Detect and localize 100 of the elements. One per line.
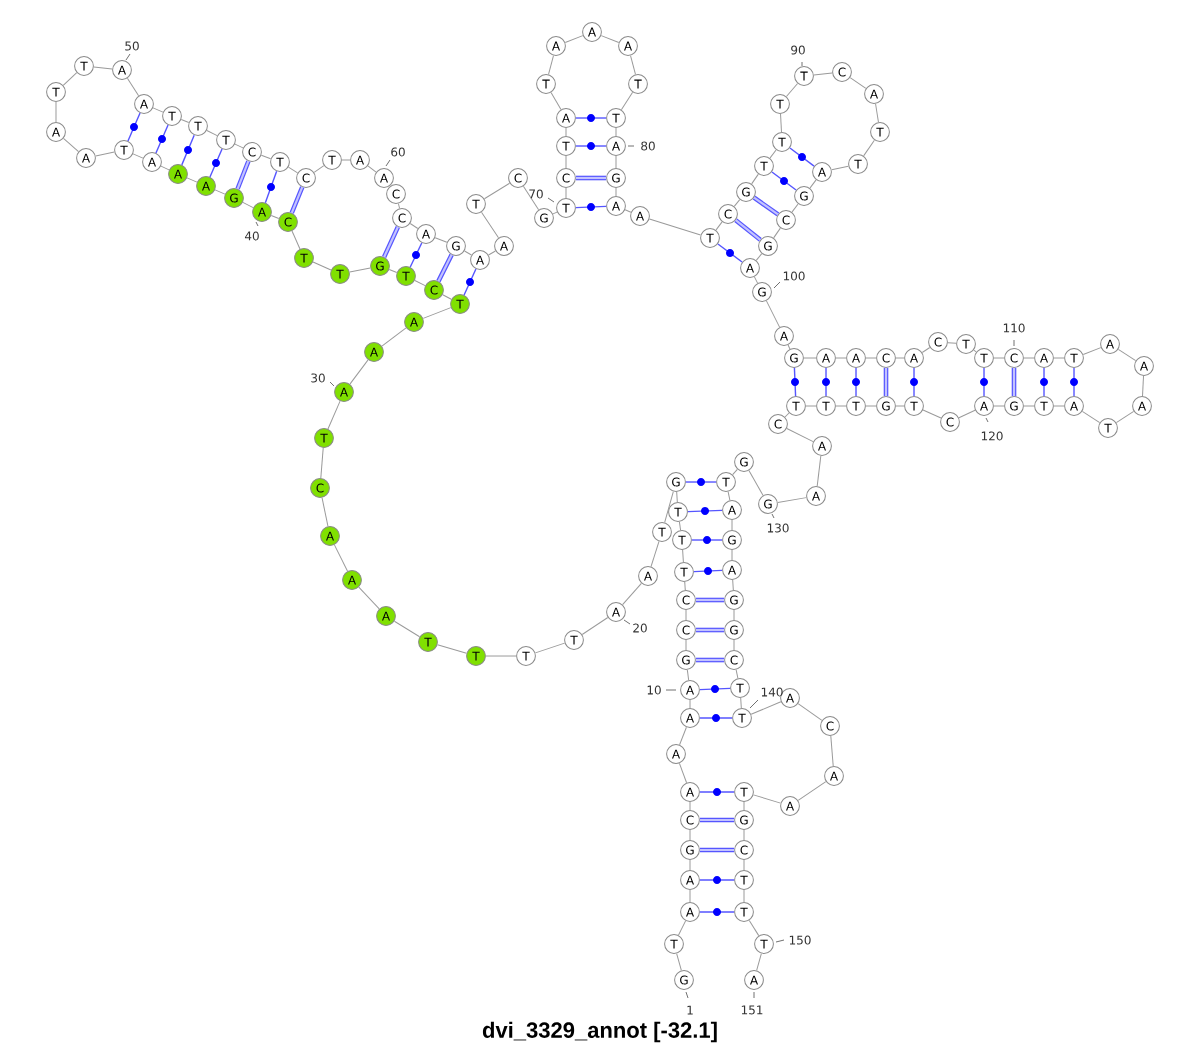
backbone-line bbox=[750, 701, 782, 715]
base-pair-line bbox=[789, 147, 815, 167]
backbone-line bbox=[600, 35, 620, 43]
backbone-line bbox=[1117, 348, 1137, 362]
backbone-line bbox=[321, 497, 329, 527]
backbone-line bbox=[620, 91, 634, 111]
base-pair-line bbox=[910, 367, 918, 397]
backbone-line bbox=[947, 342, 957, 344]
backbone-line bbox=[548, 55, 554, 75]
base-pair-line bbox=[691, 536, 723, 544]
base-pair-line bbox=[717, 243, 743, 263]
backbone-line bbox=[677, 920, 687, 936]
backbone-line bbox=[565, 127, 567, 137]
base-pair-line bbox=[209, 148, 223, 178]
backbone-line bbox=[791, 203, 799, 213]
backbone-line bbox=[437, 644, 467, 654]
base-pair-line bbox=[695, 597, 725, 603]
base-pair-line bbox=[1011, 367, 1017, 397]
backbone-line bbox=[564, 35, 584, 43]
backbone-line bbox=[715, 221, 723, 231]
backbone-line bbox=[685, 609, 687, 621]
backbone-line bbox=[830, 735, 834, 767]
backbone-line bbox=[270, 215, 280, 219]
backbone-line bbox=[488, 250, 496, 256]
backbone-line bbox=[689, 801, 691, 811]
backbone-line bbox=[748, 470, 764, 496]
backbone-line bbox=[327, 400, 341, 430]
backbone-line bbox=[186, 177, 198, 183]
base-pair-line bbox=[699, 685, 731, 693]
backbone-line bbox=[93, 66, 113, 70]
base-pair-line bbox=[127, 112, 141, 142]
base-pair-line bbox=[575, 142, 607, 150]
backbone-line bbox=[797, 781, 827, 801]
backbone-line bbox=[753, 794, 782, 804]
backbone-line bbox=[921, 347, 931, 353]
backbone-line bbox=[753, 276, 759, 284]
backbone-line bbox=[62, 72, 78, 86]
backbone-line bbox=[1053, 357, 1065, 359]
base-pair-line bbox=[575, 175, 607, 181]
backbone-line bbox=[126, 77, 140, 97]
backbone-line bbox=[320, 447, 324, 479]
backbone-line bbox=[650, 540, 660, 568]
backbone-line bbox=[260, 154, 272, 160]
backbone-line bbox=[685, 639, 687, 651]
backbone-line bbox=[615, 127, 617, 137]
backbone-line bbox=[679, 726, 687, 746]
backbone-line bbox=[1142, 375, 1144, 397]
backbone-line bbox=[993, 405, 1005, 407]
backbone-line bbox=[481, 211, 499, 239]
backbone-line bbox=[731, 519, 733, 531]
backbone-line bbox=[816, 455, 822, 487]
backbone-line bbox=[214, 189, 226, 195]
backbone-line bbox=[755, 253, 763, 261]
backbone-line bbox=[780, 113, 782, 133]
base-pair-line bbox=[1070, 367, 1078, 397]
backbone-line bbox=[648, 218, 702, 236]
base-pair-line bbox=[687, 507, 723, 515]
backbone-line bbox=[367, 165, 377, 173]
backbone-line bbox=[132, 153, 144, 159]
base-pair-line bbox=[752, 195, 780, 217]
backbone-line bbox=[895, 357, 905, 359]
base-pair-line bbox=[699, 908, 735, 916]
base-pair-line bbox=[436, 253, 454, 283]
backbone-line bbox=[835, 405, 847, 407]
backbone-line bbox=[686, 669, 690, 681]
base-pair-line bbox=[235, 160, 251, 190]
base-pair-line bbox=[699, 847, 735, 853]
base-pair-line bbox=[734, 218, 762, 242]
backbone-line bbox=[973, 349, 977, 353]
backbone-line bbox=[895, 405, 905, 407]
base-pair-line bbox=[699, 714, 733, 722]
backbone-line bbox=[1081, 410, 1101, 424]
backbone-line bbox=[676, 491, 678, 503]
base-pair-line bbox=[575, 114, 607, 122]
base-pair-line bbox=[463, 268, 477, 296]
backbone-line bbox=[349, 359, 369, 385]
backbone-line bbox=[735, 669, 739, 679]
backbone-line bbox=[95, 151, 115, 157]
base-pair-line bbox=[382, 226, 400, 258]
backbone-line bbox=[733, 199, 741, 207]
backbone-line bbox=[733, 639, 735, 651]
backbone-line bbox=[785, 83, 799, 97]
base-pair-line bbox=[181, 134, 195, 166]
backbone-line bbox=[442, 294, 452, 300]
backbone-line bbox=[769, 149, 777, 159]
backbone-line bbox=[397, 203, 401, 209]
backbone-line bbox=[55, 101, 57, 123]
base-pair-line bbox=[980, 367, 988, 397]
backbone-line bbox=[863, 139, 875, 157]
backbone-line bbox=[676, 953, 682, 971]
backbone-line bbox=[615, 155, 617, 169]
backbone-line bbox=[849, 77, 867, 89]
backbone-line bbox=[797, 703, 823, 721]
backbone-line bbox=[835, 357, 847, 359]
backbone-line bbox=[341, 159, 351, 161]
backbone-line bbox=[464, 250, 472, 256]
backbone-line bbox=[831, 165, 849, 171]
backbone-line bbox=[1115, 410, 1135, 424]
backbone-line bbox=[581, 617, 609, 635]
backbone-line bbox=[234, 143, 244, 149]
